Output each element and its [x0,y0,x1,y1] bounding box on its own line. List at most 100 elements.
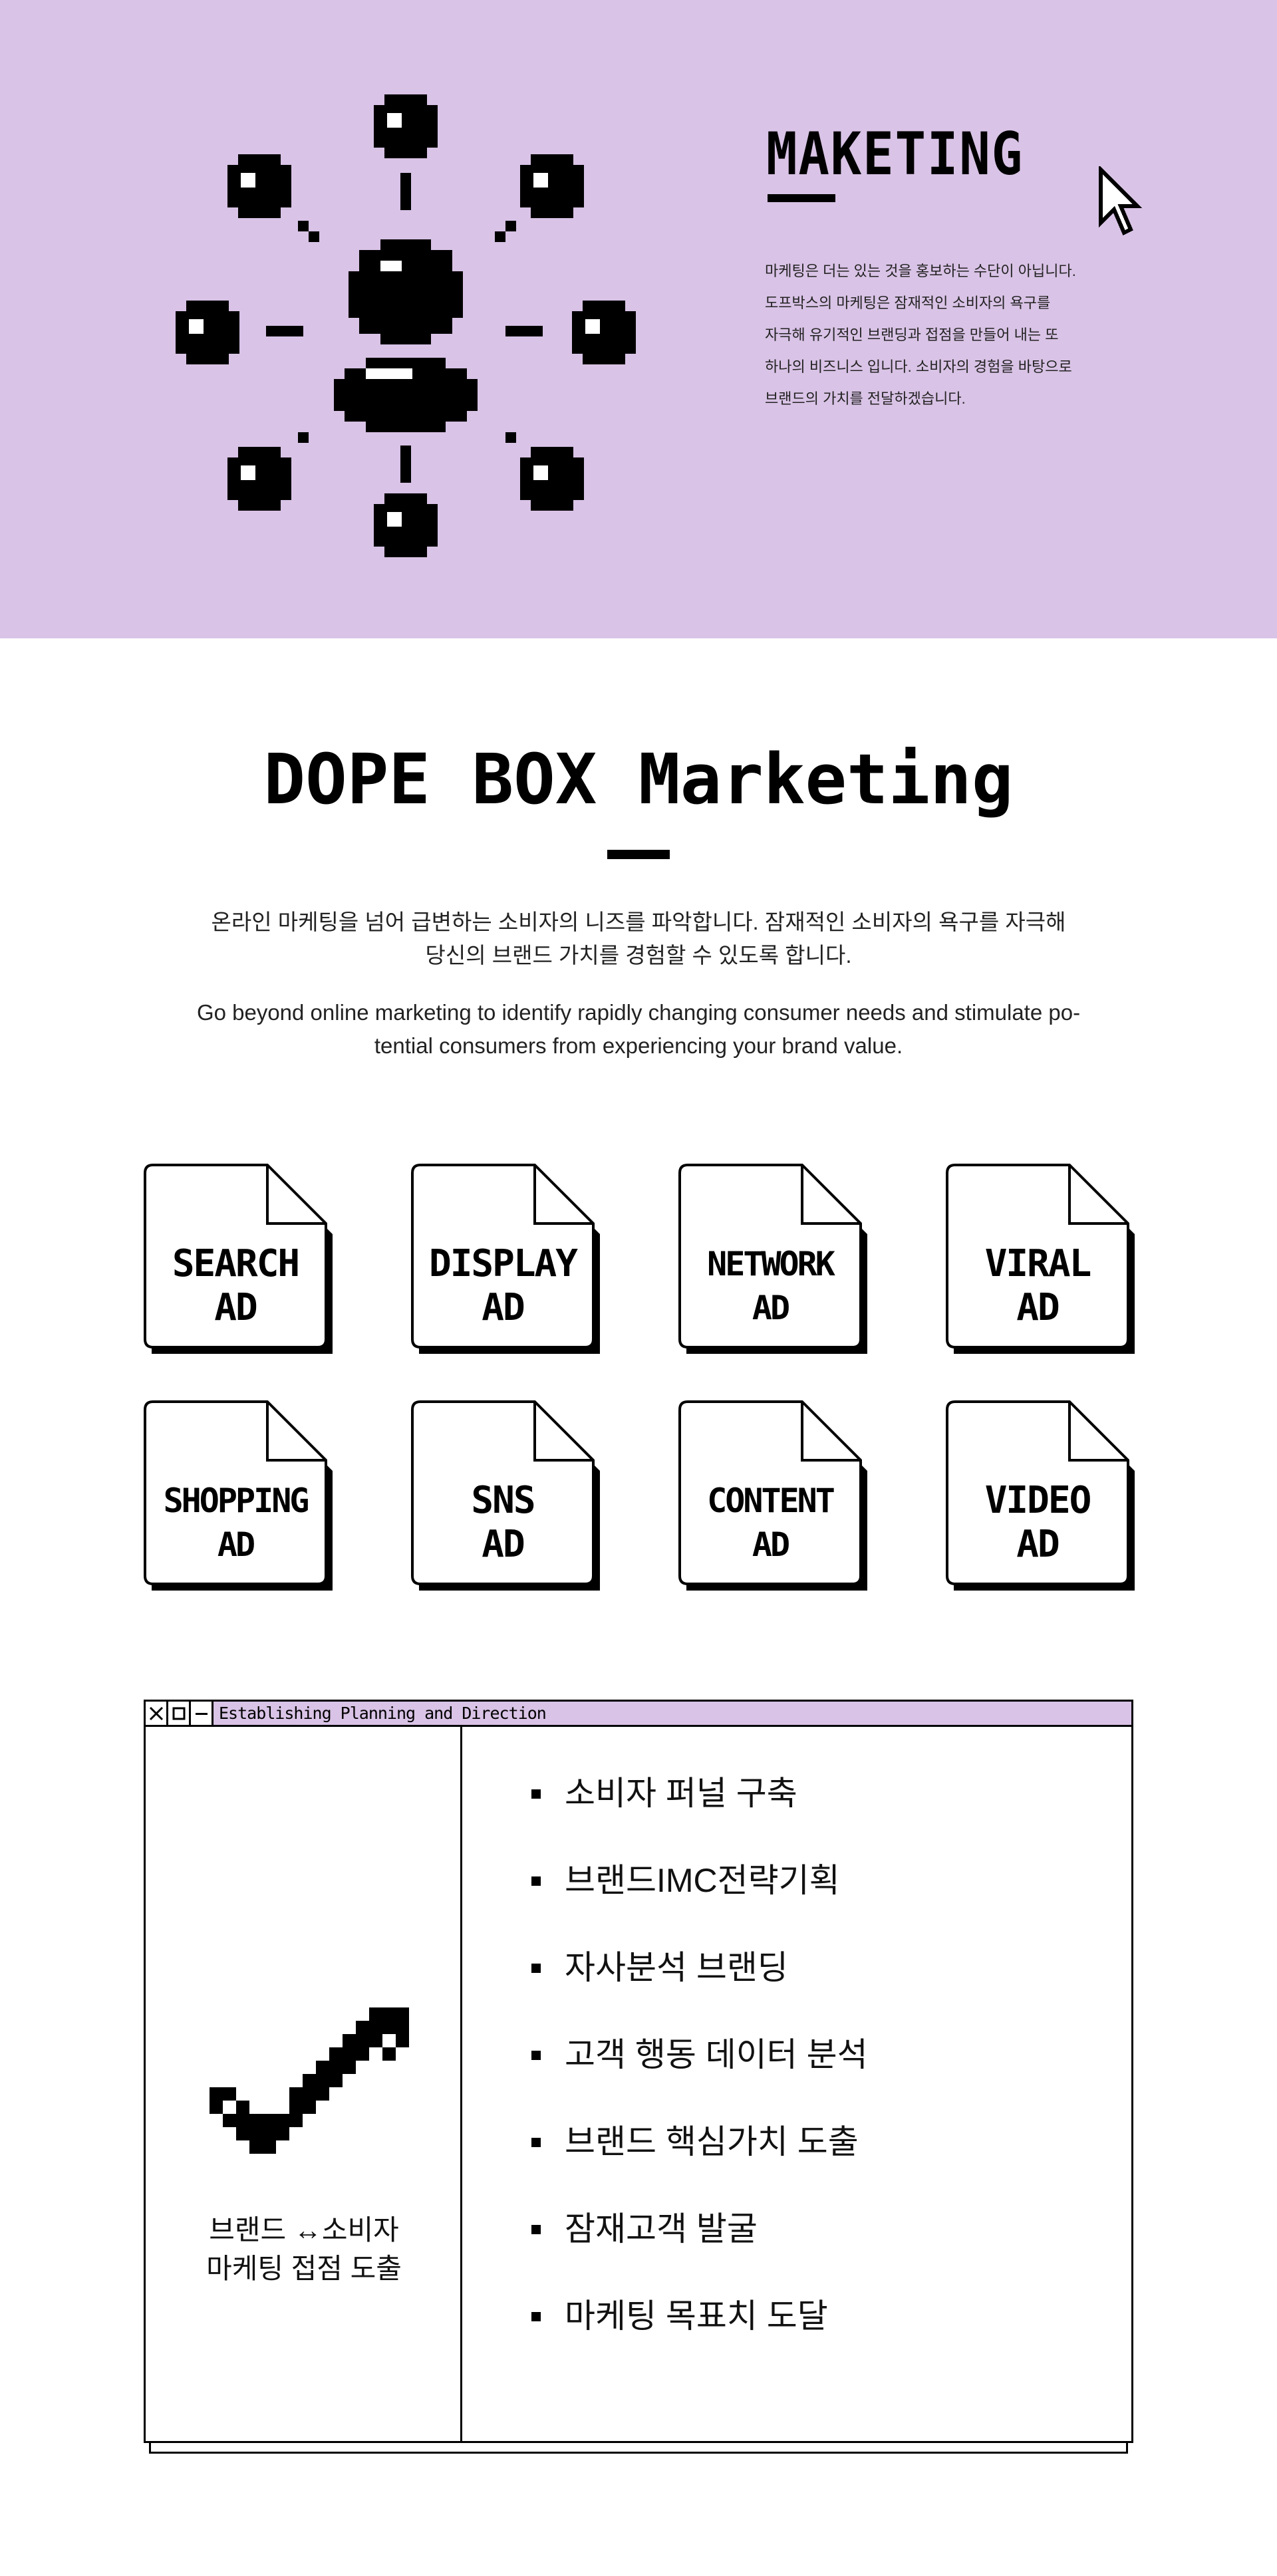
checkmark-pixel [343,2047,356,2061]
checkmark-pixel [382,2007,396,2021]
checkmark-pixel [343,2061,356,2074]
checkmark-pixel [276,2127,289,2140]
list-item: 브랜드IMC전략기획 [531,1861,868,1948]
hero-description-line: 하나의 비즈니스 입니다. 소비자의 경험을 바탕으로 [765,358,1072,375]
checkmark-pixel [303,2087,316,2101]
minimize-icon[interactable] [191,1702,213,1725]
checkmark-pixel [356,2047,369,2061]
network-node-icon [227,447,291,511]
checkmark-pixel [236,2114,249,2127]
checkmark-pixel [316,2061,329,2074]
checkmark-pixel [382,2047,396,2061]
checkmark-pixel [316,2087,329,2101]
window-titlebar[interactable]: Establishing Planning and Direction [146,1702,1131,1727]
checkmark-pixel [263,2127,276,2140]
hero-description-line: 자극해 유기적인 브랜딩과 접점을 만들어 내는 또 [765,326,1059,343]
checkmark-pixel [249,2114,263,2127]
checkmark-pixel [356,2021,369,2034]
network-node-highlight [585,319,600,334]
intro-english-text: Go beyond online marketing to identify r… [106,996,1171,1063]
checkmark-pixel [223,2114,236,2127]
network-node-highlight [387,512,402,527]
window-left-panel: 브랜드 ↔소비자 마케팅 접점 도출 [146,1727,462,2441]
left-caption-line: 마케팅 접점 도출 [206,2253,402,2284]
hero-description-line: 마케팅은 더는 있는 것을 홍보하는 수단이 아닙니다. [765,263,1076,279]
intro-korean-line: 온라인 마케팅을 넘어 급변하는 소비자의 니즈를 파악합니다. 잠재적인 소비… [211,910,1066,934]
checkmark-pixel [289,2101,303,2114]
checkmark-pixel [236,2101,249,2114]
checkmark-pixel [369,2007,382,2021]
list-item: 브랜드 핵심가치 도출 [531,2122,868,2209]
checkmark-pixel [356,2034,369,2047]
network-node-icon [520,447,584,511]
list-item: 잠재고객 발굴 [531,2209,868,2296]
intro-english-line: tential consumers from experiencing your… [374,1033,903,1058]
hero-title: MAKETING [766,120,1024,188]
checkmark-pixel [289,2114,303,2127]
planning-list: 소비자 퍼널 구축 브랜드IMC전략기획 자사분석 브랜딩 고객 행동 데이터 … [531,1773,868,2383]
list-item: 고객 행동 데이터 분석 [531,2035,868,2122]
checkmark-pixel [329,2061,343,2074]
network-node-icon [572,301,636,364]
file-shape [144,1164,333,1354]
list-item: 마케팅 목표치 도달 [531,2296,868,2383]
checkmark-pixel [210,2101,223,2114]
list-item: 소비자 퍼널 구축 [531,1773,868,1861]
checkmark-pixel [249,2140,263,2154]
hero-description-line: 브랜드의 가치를 전달하겠습니다. [765,390,966,407]
checkmark-pixel [396,2034,409,2047]
bullet-icon [531,2138,541,2147]
checkmark-pixel [276,2114,289,2127]
intro-title-underline [607,850,670,859]
bullet-icon [531,1789,541,1799]
checkmark-pixel [303,2074,316,2087]
checkmark-pixel [210,2087,223,2101]
checkmark-pixel [329,2074,343,2087]
bullet-icon [531,1964,541,1973]
hero-description-line: 도프박스의 마케팅은 잠재적인 소비자의 욕구를 [765,295,1051,311]
network-node-icon [374,493,438,557]
network-node-highlight [533,465,548,480]
network-node-highlight [387,113,402,128]
hero-description: 마케팅은 더는 있는 것을 홍보하는 수단이 아닙니다. 도프박스의 마케팅은 … [765,255,1137,415]
intro-title: DOPE BOX Marketing [263,739,1014,820]
file-shape [678,1400,867,1591]
network-node-highlight [241,173,255,188]
network-node-highlight [533,173,548,188]
checkmark-pixel [289,2087,303,2101]
maximize-icon[interactable] [168,1702,191,1725]
checkmark-pixel [249,2127,263,2140]
network-node-icon [227,154,291,218]
close-icon[interactable] [146,1702,168,1725]
planning-window: Establishing Planning and Direction 브랜드 … [144,1700,1133,2443]
network-illustration-icon [176,94,636,557]
file-shape [411,1164,600,1354]
bullet-icon [531,1876,541,1886]
left-caption-line: 브랜드 ↔소비자 [209,2214,399,2246]
hero-section: MAKETING 마케팅은 더는 있는 것을 홍보하는 수단이 아닙니다. 도프… [0,0,1277,638]
file-shape [411,1400,600,1591]
intro-korean-line: 당신의 브랜드 가치를 경험할 수 있도록 합니다. [425,943,852,967]
checkmark-pixel [329,2047,343,2061]
checkmark-pixel [263,2114,276,2127]
checkmark-pixel [263,2140,276,2154]
left-caption: 브랜드 ↔소비자 마케팅 접점 도출 [146,2211,462,2288]
checkmark-pixel [369,2034,382,2047]
network-node-icon [176,301,239,364]
file-shape [678,1164,867,1354]
file-shape [946,1400,1135,1591]
network-node-icon [520,154,584,218]
